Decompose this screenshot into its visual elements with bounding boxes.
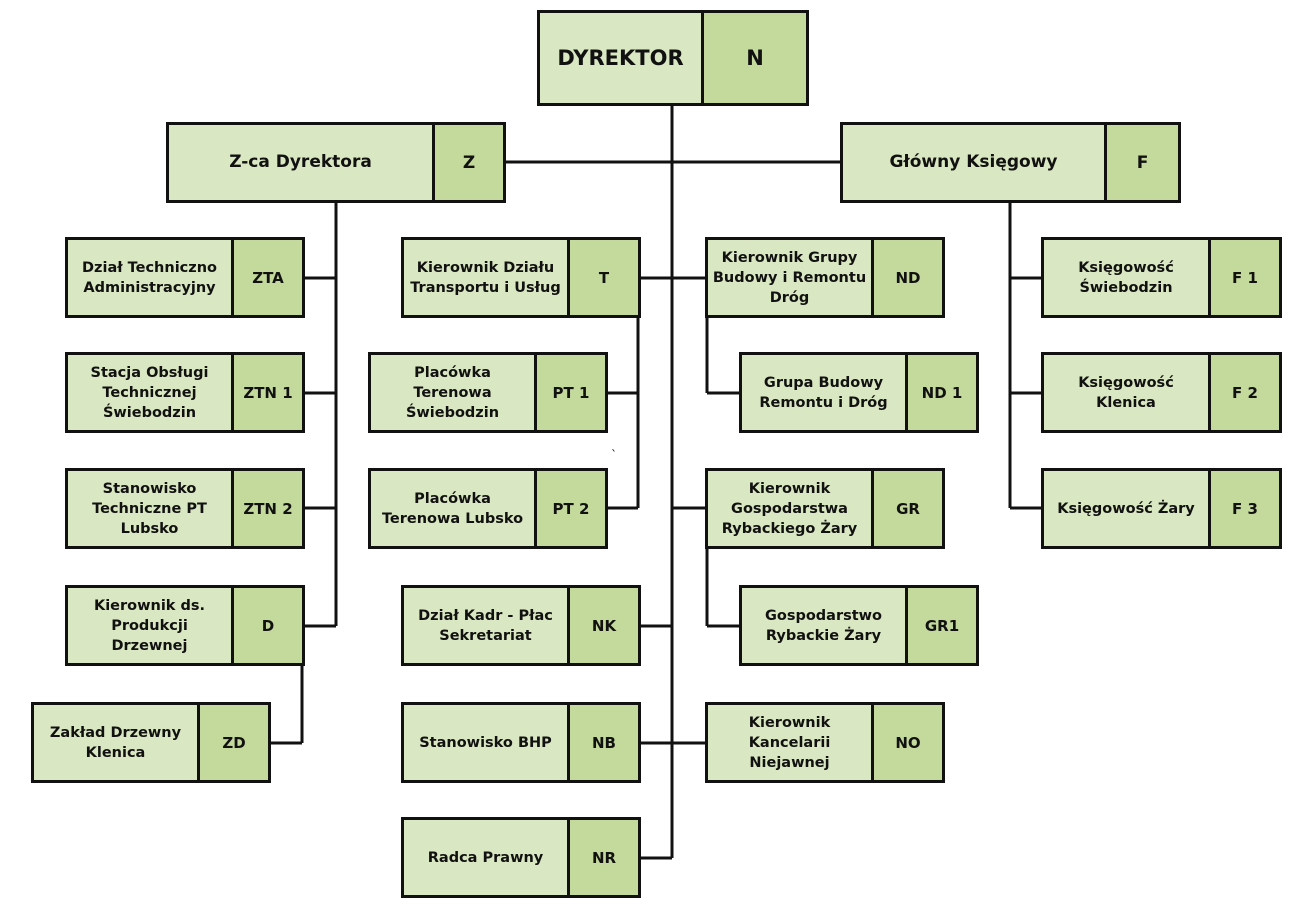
unit-box-zd: Zakład Drzewny Klenica ZD	[31, 702, 271, 783]
unit-box-f2: Księgowość Klenica F 2	[1041, 352, 1282, 433]
unit-label: Zakład Drzewny Klenica	[49, 724, 182, 761]
unit-code: N	[701, 13, 806, 103]
unit-label: Kierownik Kancelarii Niejawnej	[748, 714, 831, 771]
unit-code: Z	[432, 125, 503, 200]
unit-code: PT 1	[534, 355, 605, 430]
unit-label: Placówka Terenowa Lubsko	[381, 490, 524, 527]
unit-code: ZTN 2	[231, 471, 302, 546]
unit-label: Dział Techniczno Administracyjny	[82, 259, 217, 296]
unit-box-pt1: Placówka Terenowa Świebodzin PT 1	[368, 352, 608, 433]
unit-label: Kierownik Działu Transportu i Usług	[410, 259, 561, 296]
unit-box-d: Kierownik ds. Produkcji Drzewnej D	[65, 585, 305, 666]
unit-label: Księgowość Klenica	[1078, 374, 1174, 411]
unit-code: F 2	[1208, 355, 1279, 430]
unit-box-nd1: Grupa Budowy Remontu i Dróg ND 1	[739, 352, 979, 433]
unit-label: Kierownik Grupy Budowy i Remontu Dróg	[712, 249, 867, 306]
unit-code: NO	[871, 705, 942, 780]
unit-code: F 3	[1208, 471, 1279, 546]
unit-code: GR	[871, 471, 942, 546]
unit-box-f3: Księgowość Żary F 3	[1041, 468, 1282, 549]
unit-label: Księgowość Świebodzin	[1078, 259, 1174, 296]
unit-label: Księgowość Żary	[1057, 500, 1195, 517]
unit-box-nr: Radca Prawny NR	[401, 817, 641, 898]
unit-box-gr1: Gospodarstwo Rybackie Żary GR1	[739, 585, 979, 666]
unit-box-nk: Dział Kadr - Płac Sekretariat NK	[401, 585, 641, 666]
unit-box-zca: Z-ca Dyrektora Z	[166, 122, 506, 203]
unit-label: Kierownik ds. Produkcji Drzewnej	[93, 597, 206, 654]
unit-label: Grupa Budowy Remontu i Dróg	[759, 374, 888, 411]
unit-box-nb: Stanowisko BHP NB	[401, 702, 641, 783]
unit-box-dyr: DYREKTOR N	[537, 10, 809, 106]
unit-code: ND	[871, 240, 942, 315]
unit-label: Radca Prawny	[427, 849, 544, 866]
unit-label: Gospodarstwo Rybackie Żary	[764, 607, 883, 644]
unit-code: PT 2	[534, 471, 605, 546]
unit-code: NB	[567, 705, 638, 780]
unit-box-no: Kierownik Kancelarii Niejawnej NO	[705, 702, 945, 783]
unit-label: DYREKTOR	[557, 45, 684, 70]
unit-code: T	[567, 240, 638, 315]
unit-box-ztn2: Stanowisko Techniczne PT Lubsko ZTN 2	[65, 468, 305, 549]
unit-box-pt2: Placówka Terenowa Lubsko PT 2	[368, 468, 608, 549]
unit-label: Placówka Terenowa Świebodzin	[405, 364, 500, 421]
unit-code: F 1	[1208, 240, 1279, 315]
unit-code: ZD	[197, 705, 268, 780]
unit-label: Stanowisko Techniczne PT Lubsko	[92, 480, 207, 537]
unit-box-zta: Dział Techniczno Administracyjny ZTA	[65, 237, 305, 318]
unit-code: F	[1104, 125, 1178, 200]
unit-box-f1: Księgowość Świebodzin F 1	[1041, 237, 1282, 318]
unit-label: Stanowisko BHP	[419, 734, 552, 751]
unit-label: Główny Księgowy	[889, 151, 1058, 172]
unit-code: NR	[567, 820, 638, 895]
unit-box-gk: Główny Księgowy F	[840, 122, 1181, 203]
unit-code: NK	[567, 588, 638, 663]
unit-label: Z-ca Dyrektora	[229, 151, 372, 172]
unit-code: D	[231, 588, 302, 663]
unit-label: Kierownik Gospodarstwa Rybackiego Żary	[721, 480, 858, 537]
unit-code: GR1	[905, 588, 976, 663]
unit-code: ZTA	[231, 240, 302, 315]
unit-box-ztn1: Stacja Obsługi Technicznej Świebodzin ZTN…	[65, 352, 305, 433]
unit-label: Dział Kadr - Płac Sekretariat	[418, 607, 553, 644]
unit-code: ND 1	[905, 355, 976, 430]
unit-label: Stacja Obsługi Technicznej Świebodzin	[90, 364, 209, 421]
unit-code: ZTN 1	[231, 355, 302, 430]
stray-mark: `	[611, 448, 617, 462]
